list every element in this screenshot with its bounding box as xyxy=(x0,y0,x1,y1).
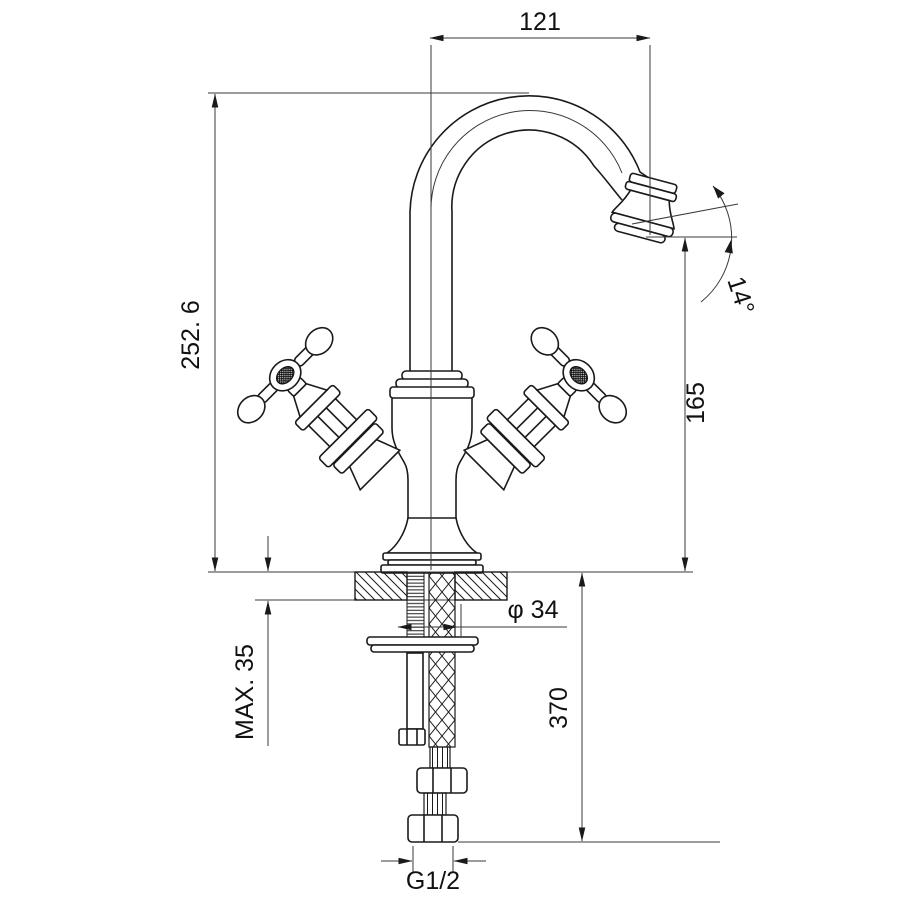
left-valve-handle xyxy=(236,326,402,492)
installation-section xyxy=(208,571,693,843)
shank-threads xyxy=(406,572,425,639)
dim-angle-arrow-bottom xyxy=(724,240,733,254)
spout-inner-edge xyxy=(451,129,623,392)
supply-hose-braid xyxy=(428,572,456,748)
stud-nut xyxy=(398,728,426,746)
countertop-section-left xyxy=(354,571,408,601)
handle-ball xyxy=(236,394,266,424)
faucet-body xyxy=(236,45,678,574)
dim-hole-diameter-label: φ 34 xyxy=(508,596,559,624)
mounting-stud xyxy=(406,652,424,730)
dim-angle-slant-line xyxy=(631,203,739,225)
valve-ring xyxy=(333,423,384,474)
dim-angle-arrow-top xyxy=(713,186,725,199)
hose-nut-upper-facets xyxy=(432,768,452,793)
dim-max-thickness-label: MAX. 35 xyxy=(231,644,259,740)
dim-thread-label: G1/2 xyxy=(406,867,460,895)
mounting-washer xyxy=(366,636,479,646)
dimension-annotations: 121 252. 6 165 14° φ 34 MAX. 35 370 xyxy=(177,8,760,895)
hose-nut-upper xyxy=(416,767,468,794)
countertop-section-right xyxy=(454,571,508,601)
spout-outer-edge xyxy=(409,95,667,392)
spout-centerline xyxy=(430,110,623,213)
valve-barrel-lines xyxy=(317,407,349,439)
mounting-flange xyxy=(389,386,475,399)
dim-outlet-height-label: 165 xyxy=(682,382,710,424)
handle-ball xyxy=(304,326,334,356)
mounting-washer xyxy=(370,644,475,653)
base-plinth xyxy=(382,552,482,561)
dim-hose-length-label: 370 xyxy=(545,687,573,729)
spout-fill xyxy=(410,95,666,392)
dim-spout-reach-label: 121 xyxy=(519,8,561,36)
dim-overall-height-label: 252. 6 xyxy=(177,300,205,370)
hose-ferrule xyxy=(429,746,451,769)
hose-ferrule xyxy=(423,792,447,816)
tip-mouth xyxy=(613,222,666,244)
dim-outlet-angle-label: 14° xyxy=(721,273,759,318)
base-bell xyxy=(384,517,480,554)
handle-hub-knurl xyxy=(276,366,295,385)
body-trunk xyxy=(391,395,473,521)
stud-nut-facets xyxy=(406,729,418,745)
hose-nut-lower xyxy=(407,814,459,843)
hose-nut-lower-facets xyxy=(423,815,443,842)
